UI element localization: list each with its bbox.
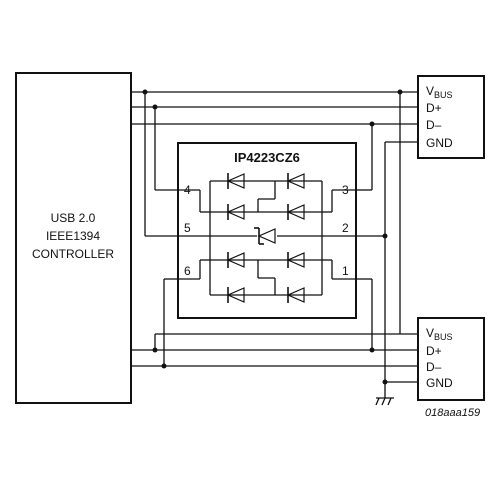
pin-label-6: 6 <box>184 264 191 278</box>
connector-bottom-dplus: D+ <box>426 344 442 358</box>
diode-icon <box>286 204 305 220</box>
usb-connector-bottom: VBUS D+ D– GND <box>417 317 485 401</box>
connector-top-dminus: D– <box>426 118 442 132</box>
connector-box-top <box>417 75 485 159</box>
pin-label-5: 5 <box>184 221 191 235</box>
diode-icon <box>286 173 305 189</box>
connector-top-dplus: D+ <box>426 101 442 115</box>
chip-block: IP4223CZ6 4 5 6 3 2 1 <box>177 142 357 319</box>
diode-icon <box>286 252 305 268</box>
zener-diode-icon <box>254 227 276 245</box>
pin-label-1: 1 <box>342 264 349 278</box>
connector-top-gnd: GND <box>426 136 453 150</box>
controller-line-3: CONTROLLER <box>32 247 114 261</box>
connector-top-vbus: VBUS <box>426 84 453 100</box>
connector-box-bottom <box>417 317 485 401</box>
diode-icon <box>286 287 305 303</box>
wiring <box>131 91 418 406</box>
controller-line-1: USB 2.0 <box>51 211 96 225</box>
usb-connector-top: VBUS D+ D– GND <box>417 75 485 159</box>
controller-line-2: IEEE1394 <box>46 229 100 243</box>
connector-bottom-dminus: D– <box>426 360 442 374</box>
controller-block: USB 2.0 IEEE1394 CONTROLLER <box>15 72 132 404</box>
figure-id: 018aaa159 <box>425 407 480 419</box>
connector-bottom-vbus: VBUS <box>426 326 453 342</box>
diode-icon <box>226 287 245 303</box>
chip-diodes <box>226 173 305 303</box>
diode-icon <box>226 252 245 268</box>
chip-name: IP4223CZ6 <box>234 150 300 165</box>
junction-dots <box>142 89 403 385</box>
controller-box <box>15 72 132 404</box>
diode-icon <box>226 173 245 189</box>
diode-icon <box>226 204 245 220</box>
chip-box <box>177 142 357 319</box>
pin-label-2: 2 <box>342 221 349 235</box>
connector-bottom-gnd: GND <box>426 376 453 390</box>
